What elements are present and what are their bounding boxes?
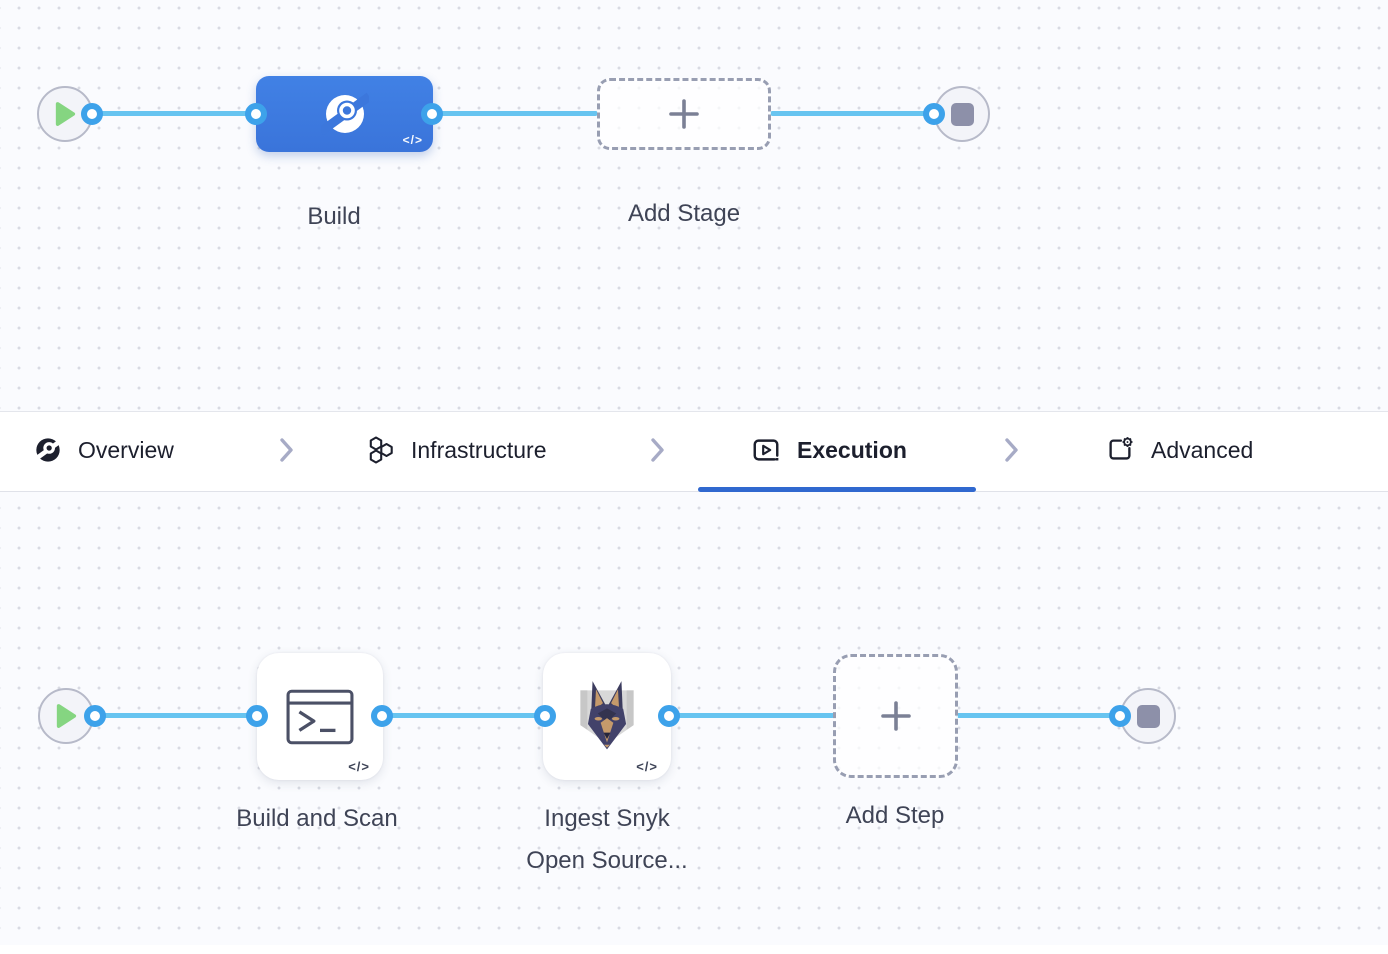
step-yaml-badge: </> (348, 759, 370, 774)
stop-icon (950, 102, 974, 126)
play-icon (54, 101, 76, 127)
chevron-right-icon (279, 437, 294, 468)
advanced-gear-icon (1105, 435, 1135, 465)
add-step-button[interactable] (833, 654, 958, 778)
edge-start-to-buildscan (95, 713, 259, 718)
play-icon (55, 703, 77, 729)
stage-label-add-stage: Add Stage (627, 200, 741, 227)
connector-port[interactable] (658, 705, 680, 727)
edge-buildscan-to-snyk (380, 713, 546, 718)
step-label-add-step: Add Step (845, 802, 945, 829)
stage-node-build[interactable]: </> (256, 76, 433, 152)
step-label-build-and-scan: Build and Scan (236, 805, 398, 832)
tab-overview[interactable]: Overview (34, 412, 174, 488)
connector-port[interactable] (421, 103, 443, 125)
connector-port[interactable] (245, 103, 267, 125)
snyk-doberman-icon (570, 675, 644, 759)
step-label-line: Ingest Snyk (544, 805, 670, 832)
terminal-icon (286, 689, 354, 745)
tab-label-advanced: Advanced (1151, 436, 1254, 463)
step-label-line: Open Source... (526, 847, 688, 874)
step-label-ingest-snyk: Ingest Snyk Open Source... (487, 798, 727, 882)
tab-execution[interactable]: Execution (751, 412, 907, 488)
step-yaml-badge: </> (636, 759, 658, 774)
step-node-build-and-scan[interactable]: </> (257, 653, 383, 780)
connector-port[interactable] (81, 103, 103, 125)
connector-port[interactable] (923, 103, 945, 125)
execution-play-icon (751, 435, 781, 465)
edge-addstage-to-end (770, 111, 936, 116)
bottom-panel-edge (0, 945, 1388, 954)
hexagons-icon (365, 434, 395, 466)
edge-start-to-build (92, 111, 258, 116)
ci-pie-icon (34, 436, 62, 464)
connector-port[interactable] (246, 705, 268, 727)
stop-icon (1136, 704, 1160, 728)
active-tab-underline (698, 487, 976, 492)
add-stage-button[interactable] (597, 78, 771, 150)
edge-build-to-addstage (432, 111, 598, 116)
tab-label-execution: Execution (797, 436, 907, 463)
stage-label-build: Build (307, 203, 361, 230)
ci-build-icon (320, 90, 369, 138)
chevron-right-icon (650, 437, 665, 468)
stage-yaml-badge: </> (402, 133, 423, 147)
tab-label-infrastructure: Infrastructure (411, 436, 547, 463)
tab-advanced[interactable]: Advanced (1105, 412, 1253, 488)
tab-label-overview: Overview (78, 436, 174, 463)
stage-config-tab-bar: Overview Infrastructure (0, 411, 1388, 492)
tab-infrastructure[interactable]: Infrastructure (365, 412, 547, 488)
edge-snyk-to-addstep (667, 713, 835, 718)
connector-port[interactable] (371, 705, 393, 727)
plus-icon (665, 95, 703, 133)
connector-port[interactable] (84, 705, 106, 727)
connector-port[interactable] (1109, 705, 1131, 727)
step-node-ingest-snyk[interactable]: </> (543, 653, 671, 780)
edge-addstep-to-end (956, 713, 1122, 718)
plus-icon (877, 697, 915, 735)
chevron-right-icon (1004, 437, 1019, 468)
connector-port[interactable] (534, 705, 556, 727)
